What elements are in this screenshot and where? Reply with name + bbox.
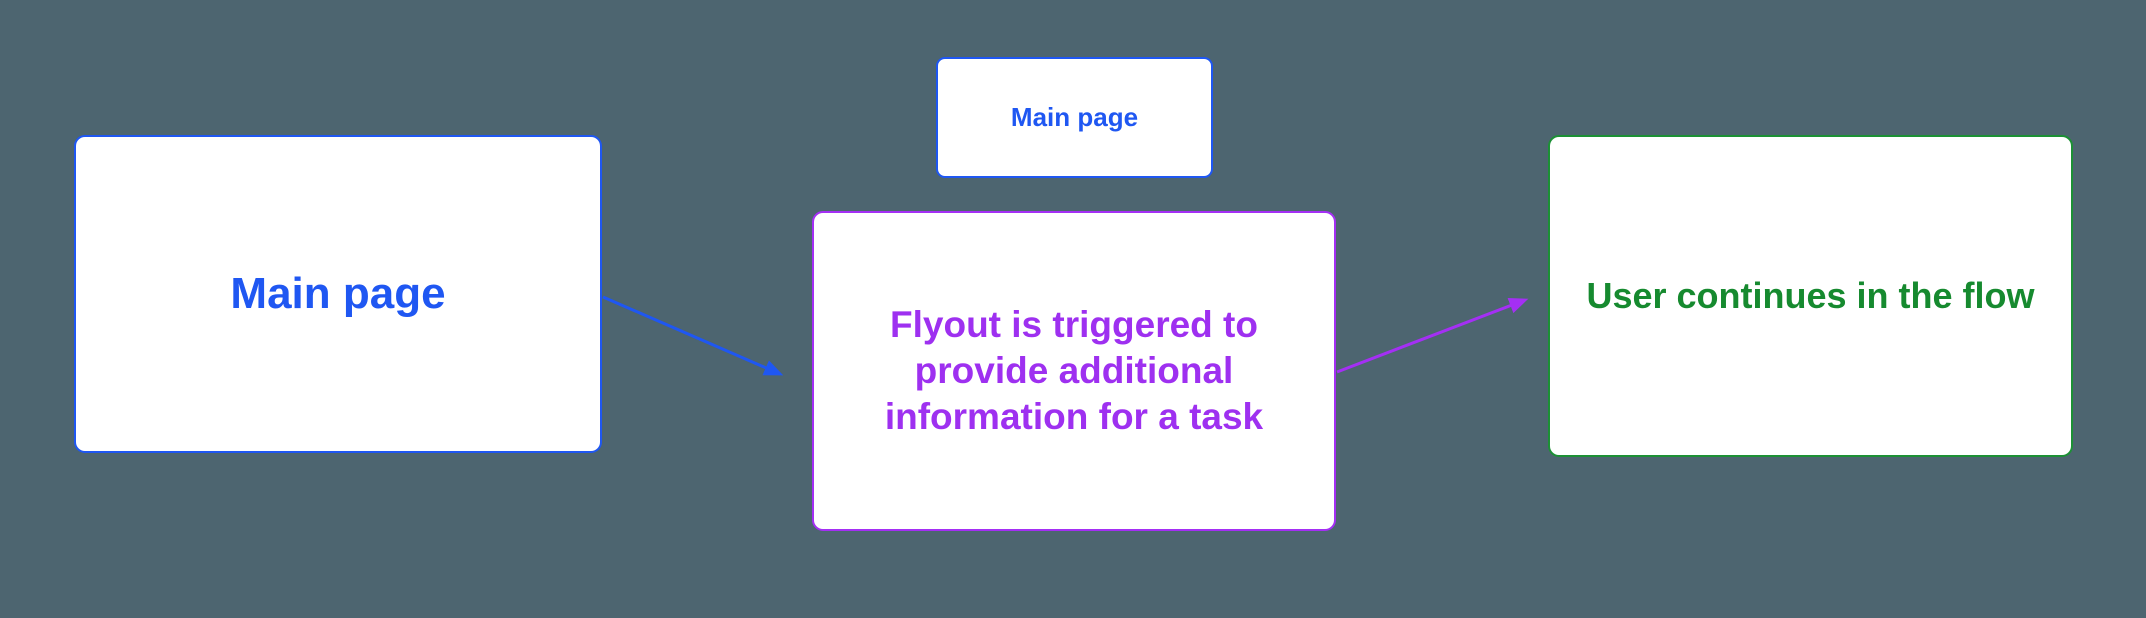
- node-flyout-label-line1: Flyout is triggered to: [890, 304, 1258, 345]
- node-flyout-label-line3: information for a task: [884, 396, 1264, 437]
- node-outcome-label: User continues in the flow: [1586, 275, 2035, 316]
- edge-flyout-to-outcome-arrow: [1336, 298, 1529, 374]
- node-outcome[interactable]: User continues in the flow: [1548, 135, 2073, 457]
- node-flyout-label: Flyout is triggered to provide additiona…: [814, 302, 1334, 440]
- node-main-page-small[interactable]: Main page: [936, 57, 1213, 178]
- node-main-page-small-label: Main page: [1010, 102, 1139, 132]
- node-main-page-label: Main page: [230, 269, 446, 318]
- node-flyout-label-line2: provide additional: [914, 350, 1234, 391]
- edge-main-to-flyout-arrow: [602, 295, 784, 376]
- node-flyout[interactable]: Flyout is triggered to provide additiona…: [812, 211, 1336, 531]
- node-main-page[interactable]: Main page: [74, 135, 602, 453]
